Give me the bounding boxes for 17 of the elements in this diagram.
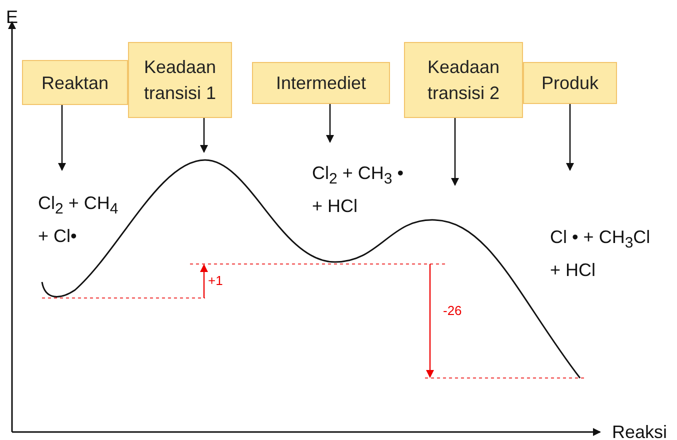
species-label: Cl • + CH$_{3}$Cl + HCl <box>550 226 652 282</box>
arrow <box>451 118 459 186</box>
arrow <box>58 105 66 171</box>
axis-label: E <box>6 6 20 29</box>
energy-value: -26 <box>443 303 463 319</box>
stage-box: Reaktan <box>22 60 128 105</box>
arrow <box>326 104 334 143</box>
arrow <box>566 104 574 171</box>
stage-box: Produk <box>523 62 617 104</box>
stage-box: Intermediet <box>252 62 390 104</box>
axis-label: Reaksi <box>612 421 668 440</box>
stage-box: Keadaan transisi 2 <box>404 42 523 118</box>
arrow <box>200 118 208 153</box>
species-label: Cl$_{2}$ + CH$_{3}$ • + HCl <box>312 162 405 218</box>
stage-box: Keadaan transisi 1 <box>128 42 232 118</box>
species-label: Cl$_{2}$ + CH$_{4}$ + Cl• <box>38 192 120 248</box>
energy-value: +1 <box>208 273 224 289</box>
